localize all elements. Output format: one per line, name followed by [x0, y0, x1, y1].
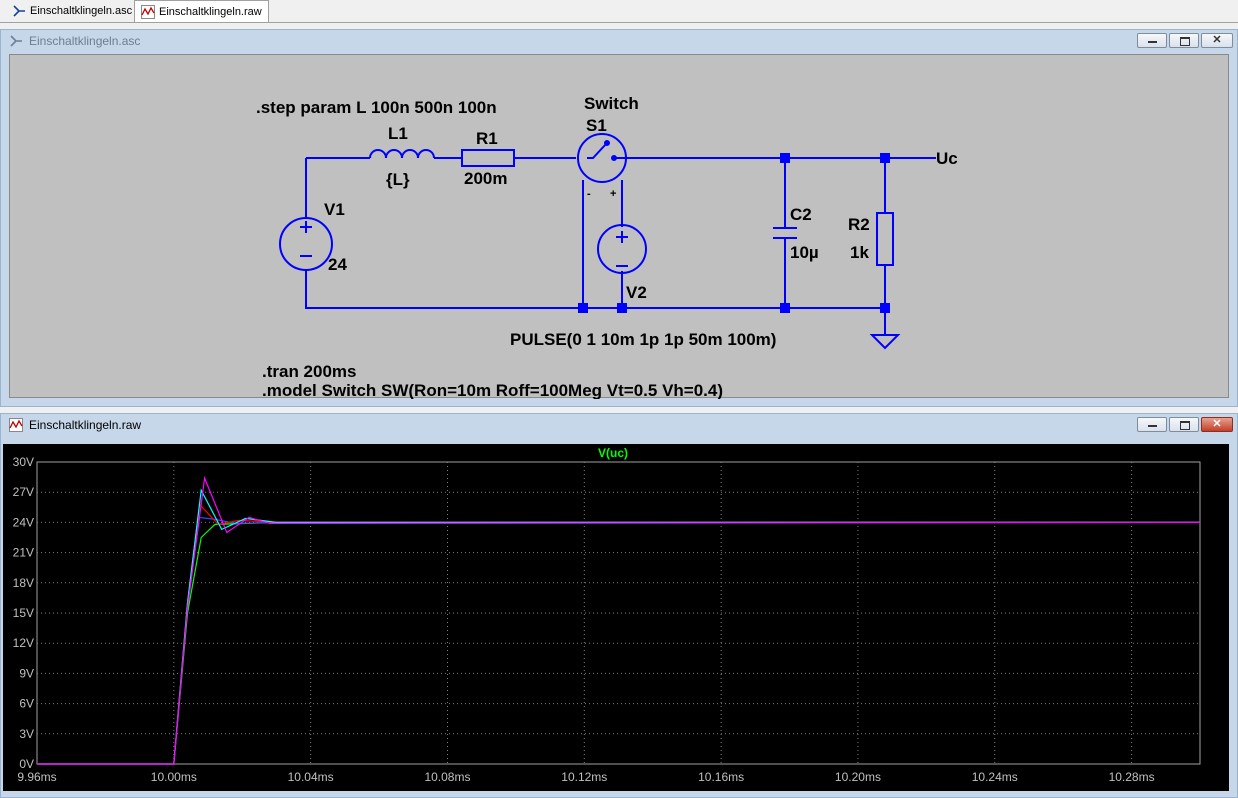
- trace-vuc-step-4[interactable]: [37, 488, 1200, 765]
- wires: [305, 157, 936, 335]
- waveform-icon: [141, 4, 155, 19]
- minimize-button[interactable]: [1137, 33, 1167, 48]
- tab-label: Einschaltklingeln.raw: [159, 5, 262, 18]
- x-tick-label: 10.08ms: [424, 770, 470, 784]
- r1-value: 200m: [464, 169, 507, 188]
- x-tick-label: 10.00ms: [151, 770, 197, 784]
- maximize-button[interactable]: [1169, 417, 1199, 432]
- tran-directive[interactable]: .tran 200ms: [262, 362, 357, 381]
- schematic-window: Einschaltklingeln.asc ✕: [0, 29, 1238, 407]
- x-tick-label: 9.96ms: [17, 770, 56, 784]
- s1-pin-plus: +: [610, 188, 616, 200]
- trace-vuc-step-3[interactable]: [37, 502, 1200, 765]
- c2-name: C2: [790, 205, 812, 224]
- net-label-uc: Uc: [936, 149, 958, 168]
- switch-s1[interactable]: [577, 133, 636, 183]
- resistor-r1[interactable]: [461, 149, 515, 167]
- r1-name: R1: [476, 129, 498, 148]
- schematic-canvas[interactable]: .step param L 100n 500n 100n L1 {L} R1 2…: [9, 54, 1229, 399]
- y-tick-label: 24V: [13, 515, 34, 529]
- document-tab-bar: Einschaltklingeln.asc Einschaltklingeln.…: [0, 0, 1238, 23]
- junction-dots: [578, 153, 890, 313]
- r2-name: R2: [848, 215, 870, 234]
- y-tick-label: 0V: [19, 757, 34, 771]
- y-tick-label: 6V: [19, 697, 34, 711]
- trace-vuc-step-2[interactable]: [37, 516, 1200, 765]
- voltage-source-v1[interactable]: [279, 217, 333, 271]
- close-button[interactable]: ✕: [1201, 33, 1233, 48]
- model-directive[interactable]: .model Switch SW(Ron=10m Roff=100Meg Vt=…: [262, 381, 723, 399]
- close-icon: ✕: [1212, 418, 1222, 430]
- trace-label-vuc[interactable]: V(uc): [598, 446, 628, 460]
- s1-model: Switch: [584, 94, 639, 113]
- close-button[interactable]: ✕: [1201, 417, 1233, 432]
- waveform-window-titlebar[interactable]: Einschaltklingeln.raw ✕: [1, 414, 1237, 436]
- y-tick-label: 3V: [19, 727, 34, 741]
- step-directive[interactable]: .step param L 100n 500n 100n: [256, 98, 497, 117]
- minimize-icon: [1148, 425, 1157, 427]
- v1-value: 24: [328, 255, 347, 274]
- v2-value: PULSE(0 1 10m 1p 1p 50m 100m): [510, 330, 776, 349]
- x-tick-label: 10.24ms: [972, 770, 1018, 784]
- y-tick-label: 18V: [13, 576, 34, 590]
- tab-label: Einschaltklingeln.asc: [30, 4, 133, 17]
- resistor-r2[interactable]: [876, 212, 894, 266]
- capacitor-c2[interactable]: [773, 227, 797, 239]
- r2-value: 1k: [850, 243, 869, 262]
- inductor-l1[interactable]: [369, 149, 435, 159]
- maximize-icon: [1180, 37, 1190, 46]
- maximize-button[interactable]: [1169, 33, 1199, 48]
- waveform-chart[interactable]: 0V 3V 6V 9V 12V 15V 18V 21V 24V 27V 30V 9.96ms 10.0…: [3, 444, 1229, 793]
- l1-name: L1: [388, 124, 408, 143]
- minimize-button[interactable]: [1137, 417, 1167, 432]
- schematic-icon: [12, 4, 26, 18]
- close-icon: ✕: [1212, 34, 1222, 46]
- schematic-icon: [9, 34, 23, 48]
- waveform-window: Einschaltklingeln.raw ✕ 0V 3V 6V 9V 12V 15V 18…: [0, 413, 1238, 798]
- x-tick-label: 10.20ms: [835, 770, 881, 784]
- tab-waveform[interactable]: Einschaltklingeln.raw: [134, 0, 269, 22]
- trace-vuc-step-5[interactable]: [37, 475, 1201, 765]
- x-tick-label: 10.16ms: [698, 770, 744, 784]
- waveform-icon: [9, 418, 23, 432]
- y-tick-label: 27V: [13, 485, 34, 499]
- x-tick-label: 10.28ms: [1109, 770, 1155, 784]
- voltage-source-v2[interactable]: [597, 224, 647, 274]
- s1-name: S1: [586, 116, 607, 135]
- window-title: Einschaltklingeln.raw: [29, 418, 142, 432]
- y-tick-label: 15V: [13, 606, 34, 620]
- y-tick-label: 30V: [13, 455, 34, 469]
- waveform-plot-pane[interactable]: 0V 3V 6V 9V 12V 15V 18V 21V 24V 27V 30V 9.96ms 10.0…: [3, 444, 1229, 791]
- v1-name: V1: [324, 200, 345, 219]
- minimize-icon: [1148, 41, 1157, 43]
- schematic-window-titlebar[interactable]: Einschaltklingeln.asc ✕: [1, 30, 1237, 52]
- v2-name: V2: [626, 283, 647, 302]
- tab-schematic[interactable]: Einschaltklingeln.asc: [6, 0, 138, 21]
- c2-value: 10µ: [790, 243, 819, 262]
- window-title: Einschaltklingeln.asc: [29, 34, 141, 48]
- s1-pin-minus: -: [587, 188, 591, 200]
- y-tick-label: 9V: [19, 666, 34, 680]
- x-tick-label: 10.04ms: [288, 770, 334, 784]
- y-tick-label: 21V: [13, 546, 34, 560]
- x-tick-label: 10.12ms: [561, 770, 607, 784]
- maximize-icon: [1180, 421, 1190, 430]
- ground-symbol: [869, 334, 901, 350]
- y-tick-label: 12V: [13, 636, 34, 650]
- l1-value: {L}: [386, 170, 410, 189]
